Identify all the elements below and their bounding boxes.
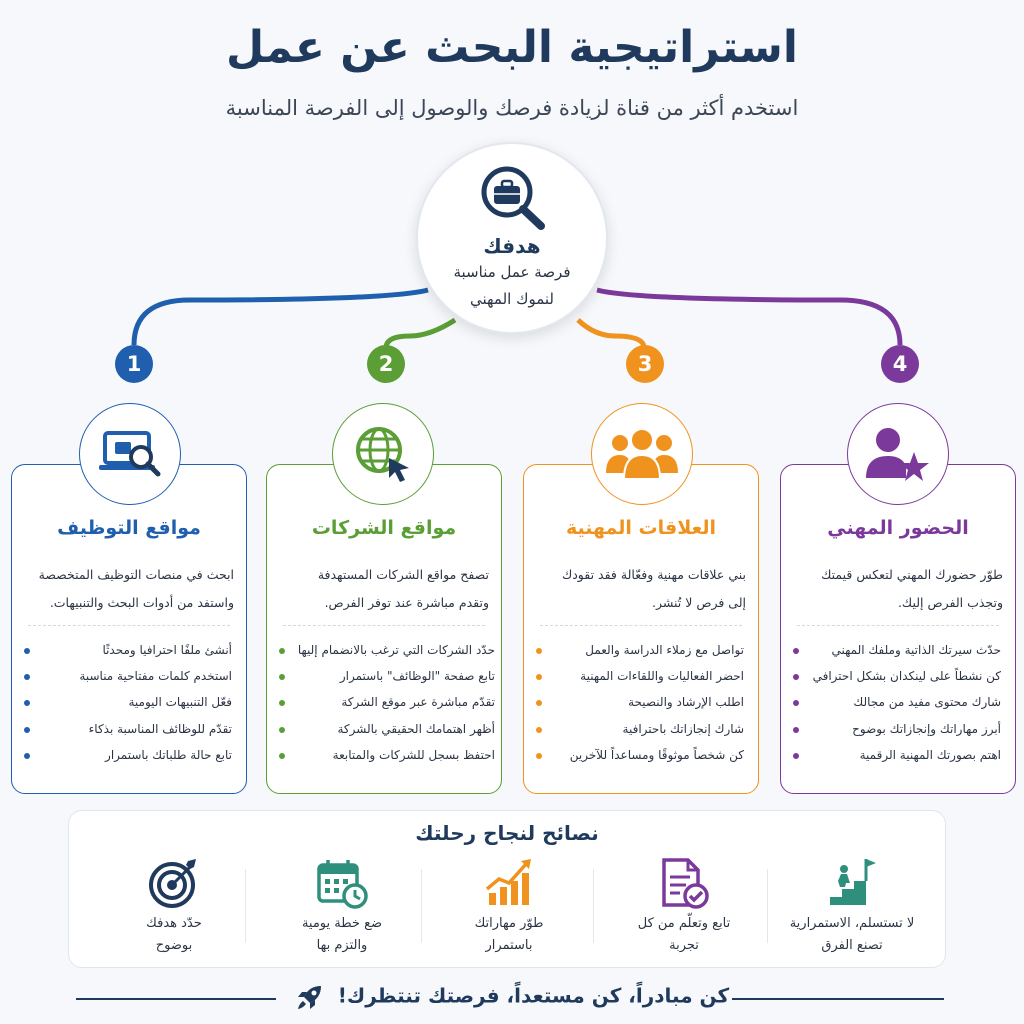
step-number-2: 2 (367, 345, 405, 383)
rocket-icon (297, 986, 321, 1009)
card-job-sites: مواقع التوظيف ابحث في منصات التوظيف المت… (11, 464, 247, 794)
card-title: الحضور المهني (827, 517, 969, 539)
step-number-1: 1 (115, 345, 153, 383)
briefcase-search-icon (481, 166, 545, 230)
card-divider (797, 625, 999, 626)
card-desc-line: طوّر حضورك المهني لتعكس قيمتك (821, 567, 1003, 582)
card-divider (283, 625, 485, 626)
card-desc-line: واستفد من أدوات البحث والتنبيهات. (49, 595, 234, 610)
card-list: أنشئ ملفًا احترافيا ومحدثًا استخدم كلمات… (22, 637, 232, 768)
goal-line-2: لنموك المهني (469, 290, 554, 308)
card-desc-line: وتجذب الفرص إليك. (897, 595, 1003, 610)
list-item: فعّل التنبيهات اليومية (22, 689, 232, 715)
footer-text: كن مبادراً، كن مستعداً، فرصتك تنتظرك! (0, 982, 1024, 1012)
card-1-icon-circle (79, 403, 181, 505)
person-star-icon (866, 428, 929, 481)
card-description: بني علاقات مهنية وفعّالة فقد تقودك إلى ف… (536, 561, 746, 617)
card-description: ابحث في منصات التوظيف المتخصصة واستفد من… (24, 561, 234, 617)
list-item: حدّث سيرتك الذاتية وملفك المهني (791, 637, 1001, 663)
tip-divider (245, 869, 246, 943)
card-2-icon-circle (332, 403, 434, 505)
calendar-clock-icon (317, 860, 368, 909)
list-item: شارك محتوى مفيد من مجالك (791, 689, 1001, 715)
card-title: مواقع الشركات (311, 517, 457, 539)
card-desc-line: ابحث في منصات التوظيف المتخصصة (38, 567, 234, 582)
stairs-flag-icon (830, 859, 876, 905)
laptop-search-icon (99, 431, 161, 477)
list-item: اهتم بصورتك المهنية الرقمية (791, 742, 1001, 768)
list-item: تقدّم للوظائف المناسبة بذكاء (22, 716, 232, 742)
card-professional-presence: الحضور المهني طوّر حضورك المهني لتعكس قي… (780, 464, 1016, 794)
step-number-3: 3 (626, 345, 664, 383)
card-divider (540, 625, 742, 626)
goal-circle: هدفك فرصة عمل مناسبة لنموك المهني (416, 142, 608, 334)
page-title: استراتيجية البحث عن عمل (226, 22, 798, 73)
list-item: استخدم كلمات مفتاحية مناسبة (22, 663, 232, 689)
list-item: شارك إنجازاتك باحترافية (534, 716, 744, 742)
step-number-4: 4 (881, 345, 919, 383)
tip-divider (767, 869, 768, 943)
footer: كن مبادراً، كن مستعداً، فرصتك تنتظرك! (0, 980, 1024, 1014)
list-item: اطلب الإرشاد والنصيحة (534, 689, 744, 715)
card-divider (28, 625, 230, 626)
card-desc-line: بني علاقات مهنية وفعّالة فقد تقودك (561, 567, 746, 582)
card-list: حدّث سيرتك الذاتية وملفك المهني كن نشطاً… (791, 637, 1001, 768)
card-desc-line: تصفح مواقع الشركات المستهدفة (317, 567, 489, 582)
card-company-sites: مواقع الشركات تصفح مواقع الشركات المستهد… (266, 464, 502, 794)
card-3-icon-circle (591, 403, 693, 505)
globe-cursor-icon (356, 427, 409, 482)
list-item: احتفظ بسجل للشركات والمتابعة (277, 742, 495, 768)
list-item: كن شخصاً موثوقًا ومساعداً للآخرين (534, 742, 744, 768)
footer-line-left (76, 998, 276, 1000)
tip-divider (593, 869, 594, 943)
card-description: تصفح مواقع الشركات المستهدفة وتقدم مباشر… (279, 561, 489, 617)
goal-title: هدفك (483, 234, 541, 258)
list-item: أنشئ ملفًا احترافيا ومحدثًا (22, 637, 232, 663)
card-4-icon-circle (847, 403, 949, 505)
card-professional-network: العلاقات المهنية بني علاقات مهنية وفعّال… (523, 464, 759, 794)
list-item: تابع حالة طلباتك باستمرار (22, 742, 232, 768)
list-item: احضر الفعاليات واللقاءات المهنية (534, 663, 744, 689)
people-group-icon (606, 428, 678, 480)
card-desc-line: إلى فرص لا تُنشر. (651, 595, 746, 610)
page-subtitle: استخدم أكثر من قناة لزيادة فرصك والوصول … (225, 96, 799, 120)
tips-title: نصائح لنجاح رحلتك (415, 821, 599, 845)
goal-line-1: فرصة عمل مناسبة (453, 263, 571, 281)
list-item: تابع صفحة "الوظائف" باستمرار (277, 663, 495, 689)
document-check-icon (662, 858, 709, 909)
card-title: مواقع التوظيف (57, 517, 201, 539)
card-desc-line: وتقدم مباشرة عند توفر الفرص. (324, 595, 489, 610)
list-item: كن نشطاً على لينكدان بشكل احترافي (791, 663, 1001, 689)
list-item: حدّد الشركات التي ترغب بالانضمام إليها (277, 637, 495, 663)
list-item: أظهر اهتمامك الحقيقي بالشركة (277, 716, 495, 742)
card-title: العلاقات المهنية (565, 517, 717, 539)
card-description: طوّر حضورك المهني لتعكس قيمتك وتجذب الفر… (793, 561, 1003, 617)
list-item: أبرز مهاراتك وإنجازاتك بوضوح (791, 716, 1001, 742)
list-item: تواصل مع زملاء الدراسة والعمل (534, 637, 744, 663)
card-list: تواصل مع زملاء الدراسة والعمل احضر الفعا… (534, 637, 744, 768)
list-item: تقدّم مباشرة عبر موقع الشركة (277, 689, 495, 715)
growth-chart-icon (485, 859, 531, 905)
footer-line-right (732, 998, 944, 1000)
target-arrow-icon (149, 859, 196, 908)
card-list: حدّد الشركات التي ترغب بالانضمام إليها ت… (277, 637, 495, 768)
tip-divider (421, 869, 422, 943)
